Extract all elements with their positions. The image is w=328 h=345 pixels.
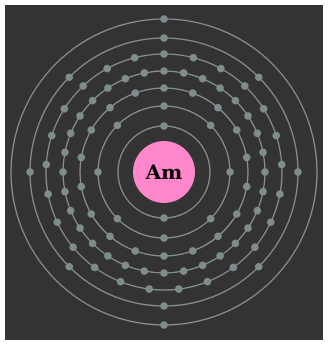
electron bbox=[103, 65, 111, 73]
electron bbox=[276, 190, 284, 198]
electron bbox=[87, 210, 95, 218]
electron bbox=[44, 190, 52, 198]
electron bbox=[207, 122, 215, 130]
electron bbox=[106, 233, 114, 241]
electron bbox=[243, 183, 251, 191]
electron bbox=[243, 154, 251, 162]
electron bbox=[259, 149, 267, 157]
electron bbox=[48, 132, 56, 140]
electron bbox=[160, 302, 168, 310]
electron bbox=[216, 252, 224, 260]
electron bbox=[199, 75, 207, 83]
electron bbox=[131, 89, 139, 97]
electron bbox=[160, 234, 168, 242]
electron bbox=[122, 262, 130, 270]
electron bbox=[214, 104, 222, 112]
electron bbox=[272, 132, 280, 140]
electron bbox=[216, 84, 224, 92]
electron bbox=[160, 67, 168, 75]
electron bbox=[87, 126, 95, 134]
electron bbox=[232, 97, 240, 105]
electron bbox=[114, 215, 122, 223]
electron bbox=[230, 264, 238, 272]
electron bbox=[59, 168, 67, 176]
electron bbox=[214, 233, 222, 241]
electron bbox=[67, 130, 75, 138]
electron bbox=[294, 168, 302, 176]
electron bbox=[61, 188, 69, 196]
electron bbox=[42, 161, 50, 169]
electron bbox=[244, 224, 252, 232]
electron bbox=[241, 82, 249, 90]
electron bbox=[190, 54, 198, 62]
electron bbox=[259, 188, 267, 196]
electron bbox=[67, 207, 75, 215]
electron bbox=[104, 84, 112, 92]
electron bbox=[255, 263, 263, 271]
electron bbox=[199, 262, 207, 270]
electron bbox=[131, 54, 139, 62]
element-symbol: Am bbox=[145, 160, 183, 184]
electron bbox=[104, 252, 112, 260]
electron bbox=[255, 73, 263, 81]
electron bbox=[160, 321, 168, 329]
electron bbox=[94, 168, 102, 176]
electron bbox=[233, 126, 241, 134]
electron bbox=[160, 15, 168, 23]
electron bbox=[189, 89, 197, 97]
electron bbox=[76, 224, 84, 232]
electron bbox=[160, 214, 168, 222]
electron bbox=[145, 285, 153, 293]
electron bbox=[79, 82, 87, 90]
electron bbox=[69, 243, 77, 251]
electron bbox=[267, 218, 275, 226]
electron bbox=[160, 252, 168, 260]
electron bbox=[131, 247, 139, 255]
electron bbox=[106, 104, 114, 112]
electron bbox=[65, 73, 73, 81]
electron bbox=[89, 97, 97, 105]
electron bbox=[141, 69, 149, 77]
electron bbox=[89, 240, 97, 248]
electron bbox=[61, 149, 69, 157]
electron bbox=[180, 69, 188, 77]
electron bbox=[122, 75, 130, 83]
electron bbox=[77, 183, 85, 191]
electron bbox=[160, 84, 168, 92]
electron bbox=[254, 130, 262, 138]
electron bbox=[141, 267, 149, 275]
electron bbox=[175, 285, 183, 293]
electron bbox=[189, 247, 197, 255]
electron bbox=[76, 112, 84, 120]
electron bbox=[117, 278, 125, 286]
electron bbox=[207, 215, 215, 223]
electron bbox=[260, 105, 268, 113]
electron bbox=[114, 122, 122, 130]
electron bbox=[160, 269, 168, 277]
electron bbox=[160, 34, 168, 42]
electron bbox=[217, 65, 225, 73]
electron bbox=[180, 267, 188, 275]
electron bbox=[77, 154, 85, 162]
electron bbox=[160, 122, 168, 130]
electron bbox=[278, 161, 286, 169]
electron bbox=[160, 50, 168, 58]
electron bbox=[26, 168, 34, 176]
electron bbox=[261, 168, 269, 176]
electron bbox=[160, 102, 168, 110]
electron bbox=[233, 210, 241, 218]
electron bbox=[232, 240, 240, 248]
bohr-model-diagram: Am bbox=[5, 5, 323, 340]
electron bbox=[53, 218, 61, 226]
bohr-model-svg: Am bbox=[5, 5, 323, 340]
nucleus: Am bbox=[133, 141, 195, 203]
electron bbox=[65, 263, 73, 271]
electron bbox=[91, 264, 99, 272]
electron bbox=[244, 112, 252, 120]
electron bbox=[61, 105, 69, 113]
electron bbox=[204, 278, 212, 286]
electron bbox=[226, 168, 234, 176]
electron bbox=[251, 243, 259, 251]
electron bbox=[254, 207, 262, 215]
